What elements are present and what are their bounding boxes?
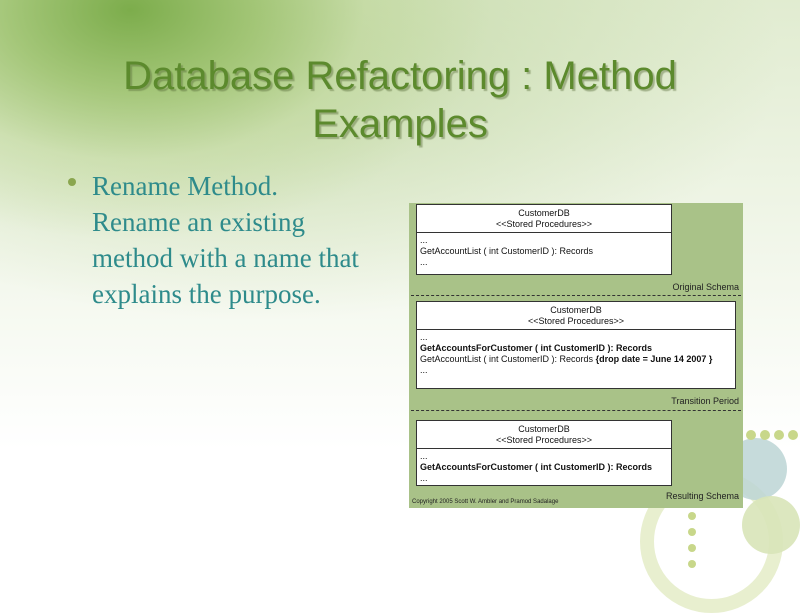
phase-label: Resulting Schema (665, 491, 739, 501)
bullet-list: Rename Method. Rename an existing method… (62, 168, 372, 312)
stereotype: <<Stored Procedures>> (495, 219, 593, 229)
bullet-text: Rename Method. Rename an existing method… (92, 171, 359, 309)
original-schema-box: CustomerDB <<Stored Procedures>> ... Get… (416, 204, 672, 275)
method-line-new: GetAccountsForCustomer ( int CustomerID … (420, 462, 653, 472)
decorative-dot (788, 430, 798, 440)
decorative-dot (688, 544, 696, 552)
phase-separator (411, 410, 741, 411)
uml-header: CustomerDB <<Stored Procedures>> (417, 205, 671, 233)
method-signature: GetAccountList ( int CustomerID ): Recor… (420, 354, 594, 364)
phase-label: Original Schema (672, 282, 739, 292)
transition-schema-box: CustomerDB <<Stored Procedures>> ... Get… (416, 301, 736, 389)
decorative-dot (746, 430, 756, 440)
method-line: ... (420, 365, 428, 375)
method-line: ... (420, 451, 428, 461)
method-line: ... (420, 235, 428, 245)
uml-body: ... GetAccountsForCustomer ( int Custome… (417, 330, 735, 378)
phase-label: Transition Period (671, 396, 739, 406)
method-line-new: GetAccountsForCustomer ( int CustomerID … (420, 343, 653, 353)
method-line: ... (420, 332, 428, 342)
uml-header: CustomerDB <<Stored Procedures>> (417, 421, 671, 449)
drop-date: {drop date = June 14 2007 } (595, 354, 713, 364)
class-name: CustomerDB (550, 305, 602, 315)
decorative-dot (688, 528, 696, 536)
bullet-icon (68, 178, 76, 186)
class-name: CustomerDB (518, 424, 570, 434)
resulting-schema-box: CustomerDB <<Stored Procedures>> ... Get… (416, 420, 672, 486)
decorative-dot (688, 560, 696, 568)
decorative-dot (760, 430, 770, 440)
class-name: CustomerDB (518, 208, 570, 218)
slide-title: Database Refactoring : Method Examples (123, 54, 677, 146)
decorative-circle (742, 496, 800, 554)
phase-separator (411, 295, 741, 296)
decorative-dot (774, 430, 784, 440)
copyright-text: Copyright 2005 Scott W. Ambler and Pramo… (412, 499, 559, 505)
schema-diagram: CustomerDB <<Stored Procedures>> ... Get… (409, 203, 743, 508)
method-line: ... (420, 473, 428, 483)
uml-body: ... GetAccountsForCustomer ( int Custome… (417, 449, 671, 486)
method-line: ... (420, 257, 428, 267)
stereotype: <<Stored Procedures>> (527, 316, 625, 326)
method-line: GetAccountList ( int CustomerID ): Recor… (420, 246, 594, 256)
decorative-dot (688, 512, 696, 520)
method-line-deprecated: GetAccountList ( int CustomerID ): Recor… (420, 354, 732, 365)
bullet-item: Rename Method. Rename an existing method… (62, 168, 372, 312)
uml-body: ... GetAccountList ( int CustomerID ): R… (417, 233, 671, 270)
uml-header: CustomerDB <<Stored Procedures>> (417, 302, 735, 330)
stereotype: <<Stored Procedures>> (495, 435, 593, 445)
